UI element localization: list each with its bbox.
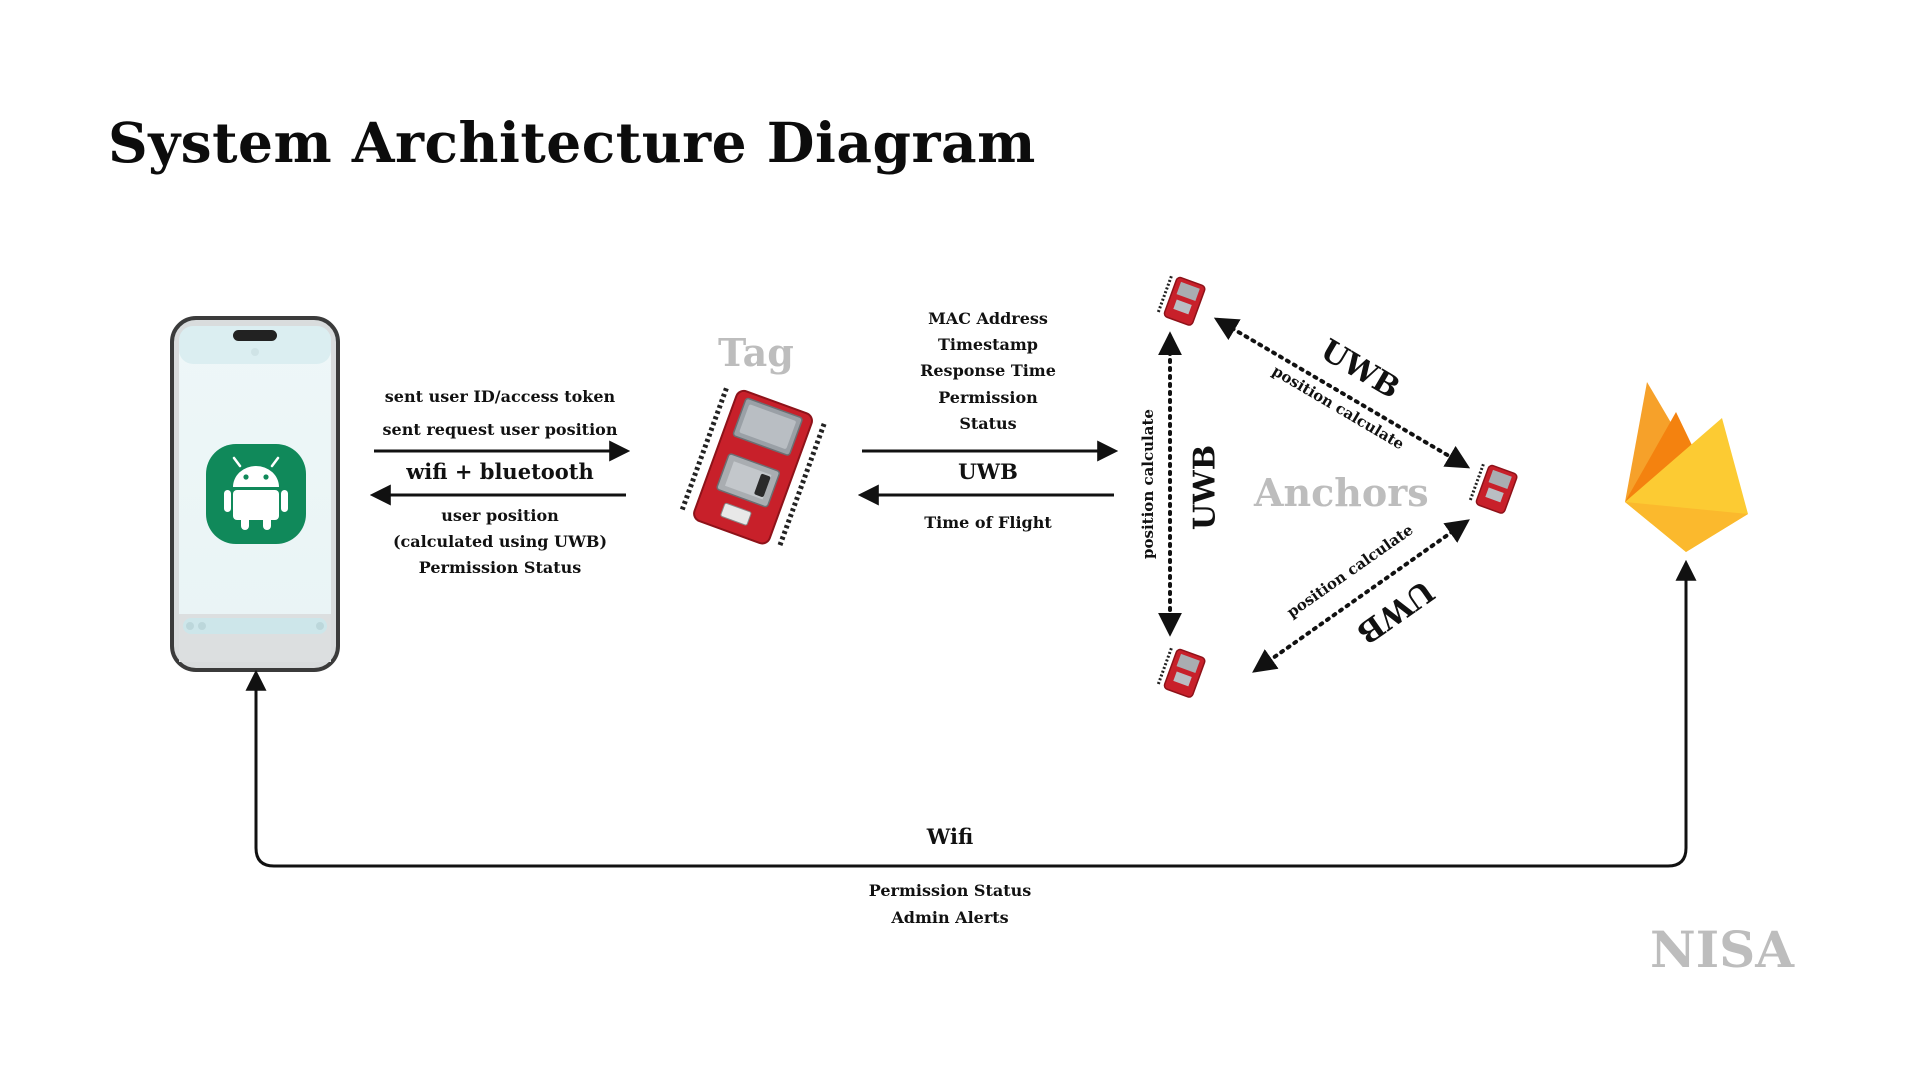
cloud-field-1: Permission Status	[868, 881, 1032, 900]
anchor-board-icon-top	[1156, 275, 1206, 326]
arrow-cloud-to-phone	[245, 559, 1697, 868]
firebase-icon	[1625, 382, 1748, 552]
anchor-left-label: position calculate	[1139, 409, 1157, 559]
anchor-board-icon-bottom	[1156, 647, 1206, 698]
brand-watermark: NISA	[1650, 920, 1794, 979]
android-icon	[206, 444, 306, 544]
cloud-field-2: Admin Alerts	[891, 908, 1009, 927]
tag-anchor-field-4: Permission	[938, 388, 1038, 407]
phone-tag-request-1: sent user ID/access token	[384, 387, 616, 406]
phone-tag-response-3: Permission Status	[418, 558, 582, 577]
anchor-left-channel: UWB	[1187, 444, 1223, 531]
tag-anchor-field-1: MAC Address	[928, 309, 1048, 328]
cloud-channel: Wifi	[926, 824, 974, 849]
phone-tag-response-2: (calculated using UWB)	[392, 532, 608, 551]
esp32-board-icon	[679, 387, 827, 547]
tag-anchor-field-5: Status	[959, 414, 1017, 433]
arrow-anchor-top-right	[1213, 317, 1471, 469]
anchors-label: Anchors	[1254, 470, 1429, 515]
tag-label: Tag	[718, 330, 794, 375]
tag-anchor-field-2: Timestamp	[938, 335, 1038, 354]
anchor-board-icon-right	[1468, 463, 1518, 514]
tag-anchor-channel: UWB	[958, 459, 1018, 484]
tag-anchor-response: Time of Flight	[924, 513, 1052, 532]
page-title: System Architecture Diagram	[108, 110, 1036, 175]
phone-tag-response-1: user position	[441, 506, 559, 525]
phone-tag-request-2: sent request user position	[382, 420, 618, 439]
phone-tag-channel: wifi + bluetooth	[406, 459, 594, 484]
tag-anchor-field-3: Response Time	[920, 361, 1056, 380]
